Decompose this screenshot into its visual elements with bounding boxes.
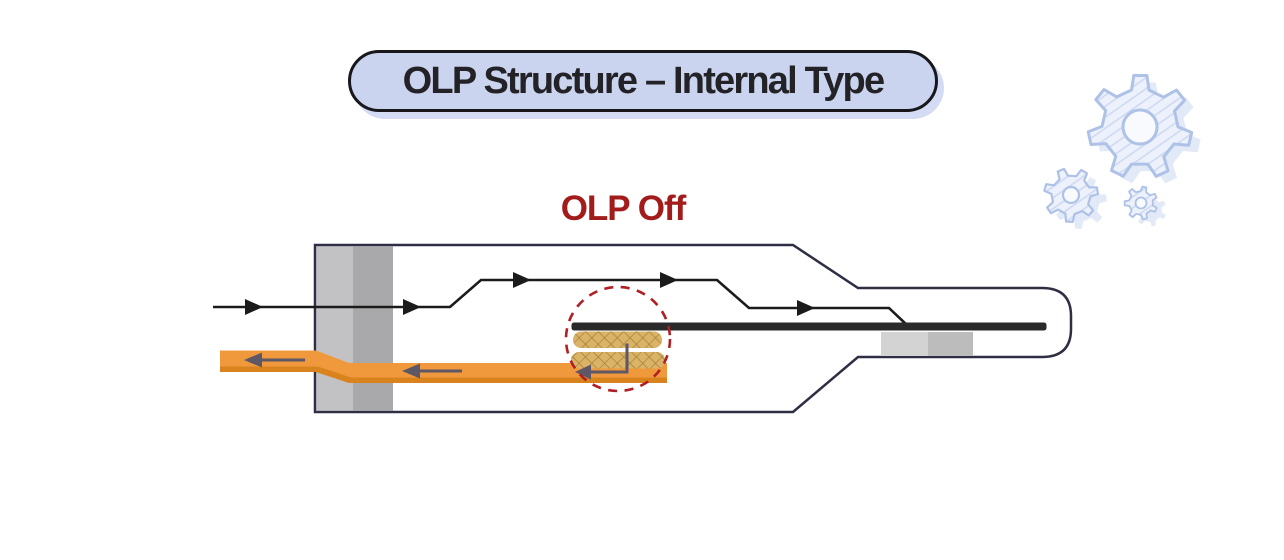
flow-arrowhead (513, 272, 531, 288)
olp-state-label: OLP Off (560, 189, 687, 228)
gears-decoration (1043, 73, 1201, 229)
page-title: OLP Structure – Internal Type (402, 59, 885, 102)
flow-arrowhead (245, 299, 263, 315)
return-busbar-shade (220, 366, 667, 383)
return-arrowhead (402, 363, 420, 379)
flow-arrowhead (403, 299, 421, 315)
heater-block-light (881, 332, 928, 356)
title-badge: OLP Structure – Internal Type (348, 50, 938, 112)
gear-icon-small-hole (1134, 196, 1148, 210)
return-arrowhead (575, 364, 591, 380)
olp-highlight-circle (564, 285, 672, 393)
disc-to-busbar-wire (590, 343, 629, 374)
housing-band-light (316, 246, 353, 411)
gear-icon-medium-hole (1061, 185, 1081, 205)
flow-arrowhead (660, 272, 678, 288)
return-arrowhead (244, 352, 262, 368)
inbound-current-line (213, 278, 909, 327)
housing-band-dark (353, 246, 393, 411)
bimetal-disc-upper (573, 331, 662, 348)
gear-icon-large-hole (1121, 108, 1159, 146)
flow-arrowhead (797, 300, 815, 316)
bimetal-disc-lower (571, 352, 665, 369)
contact-rod (571, 322, 1047, 331)
heater-block-dark (928, 332, 973, 356)
